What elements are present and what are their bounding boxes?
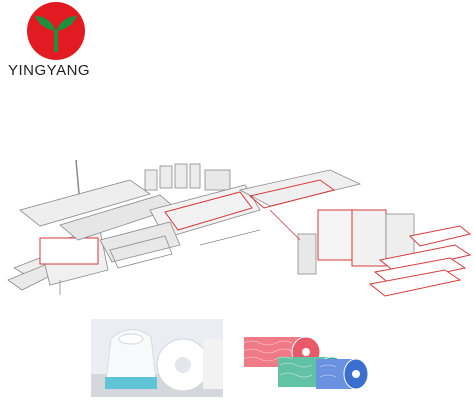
sprout-logo-icon: [27, 2, 85, 60]
brand-logo: [11, 0, 101, 90]
brand-name: YINGYANG: [8, 62, 91, 79]
production-line-illustration: [0, 150, 474, 310]
colored-cloth-rolls-photo: [244, 319, 368, 397]
wipes-roll-product-photo: [91, 319, 223, 397]
